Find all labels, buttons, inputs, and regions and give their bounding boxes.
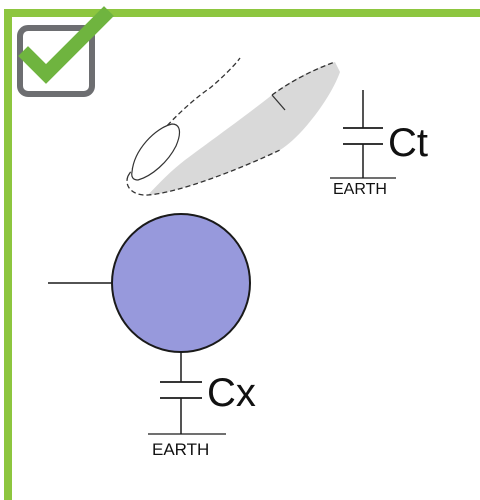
diagram-frame xyxy=(4,9,480,500)
sensor-electrode xyxy=(111,213,251,353)
finger-touch-icon xyxy=(126,57,340,196)
sensor-ground-label: EARTH xyxy=(152,440,209,459)
touch-capacitor-ct xyxy=(330,90,396,179)
sensor-capacitor-label: Cx xyxy=(207,371,256,415)
checked-checkbox-icon xyxy=(17,6,114,97)
touch-capacitor-label: Ct xyxy=(388,121,428,165)
touch-ground-label: EARTH xyxy=(333,181,387,198)
sensor-capacitor-cx xyxy=(148,352,226,435)
